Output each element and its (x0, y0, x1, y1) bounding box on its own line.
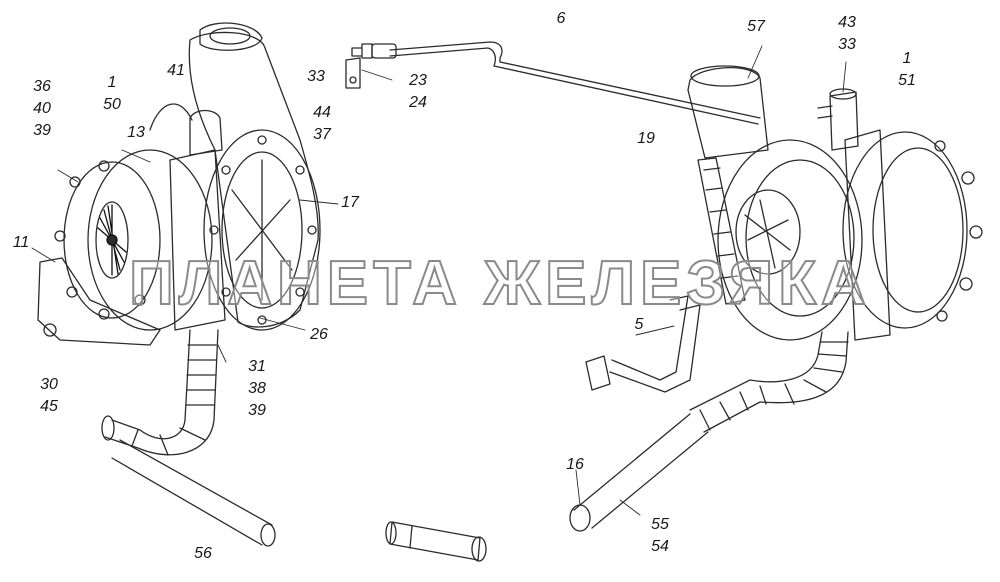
left-turbocharger (37, 22, 321, 547)
left-turbine-ring (221, 151, 303, 309)
callout-16: 16 (566, 456, 584, 473)
callout-33-left: 33 (307, 68, 325, 85)
callout-57: 57 (747, 18, 765, 35)
callout-19: 19 (637, 130, 655, 147)
loose-coupling (385, 521, 487, 562)
leader-lines (31, 45, 847, 516)
right-drain-tube (609, 295, 701, 393)
right-center-housing (844, 129, 891, 341)
tube-bracket (345, 57, 361, 89)
left-compressor-front (63, 161, 161, 319)
callout-30-45: 30 45 (40, 376, 58, 415)
right-heat-shield (697, 157, 746, 305)
right-impeller-disc (735, 189, 801, 275)
left-pipe-end (260, 523, 276, 547)
callout-5: 5 (634, 316, 644, 333)
left-oil-line (149, 103, 193, 131)
callout-44-37: 44 37 (313, 104, 331, 143)
right-oil-fitting (829, 91, 859, 151)
left-hose-end (101, 415, 115, 441)
left-drain-pipe (111, 439, 273, 546)
left-turbine-housing (203, 129, 321, 331)
left-elbow-bore (209, 27, 251, 45)
left-bracket-hole (43, 323, 57, 337)
right-corrugated-hose (689, 331, 849, 433)
left-mounting-bracket (37, 257, 161, 346)
left-housing-bolts (209, 135, 317, 325)
left-corrugated-hose (104, 329, 219, 456)
left-compressor-housing (87, 149, 213, 331)
right-compressor-back (872, 147, 964, 313)
left-compressor-inlet (95, 201, 129, 279)
callout-56: 56 (194, 545, 212, 562)
callout-1-51: 1 51 (898, 50, 916, 89)
callout-17: 17 (341, 194, 359, 211)
right-exhaust-elbow (687, 67, 769, 159)
left-compressor-bolts (54, 160, 146, 320)
callout-13: 13 (127, 124, 145, 141)
callout-6: 6 (556, 10, 566, 27)
right-turbine-housing (717, 139, 863, 341)
left-elbow-flange (199, 22, 263, 51)
callout-23-24: 23 24 (409, 72, 427, 111)
callout-31-38-39: 31 38 39 (248, 358, 266, 419)
right-turbine-ring (745, 159, 855, 317)
left-center-housing (169, 149, 226, 331)
left-oil-fitting (189, 109, 223, 156)
right-compressor-bolts (934, 140, 983, 322)
callout-43-33: 43 33 (838, 14, 856, 53)
oil-supply-tube (345, 41, 761, 125)
left-exhaust-elbow (188, 31, 319, 328)
right-pipe-end (569, 504, 591, 532)
callout-41: 41 (167, 62, 185, 79)
right-drain-nut (585, 355, 611, 391)
right-turbocharger (569, 65, 983, 532)
callout-55-54: 55 54 (651, 516, 669, 555)
right-compressor-housing (842, 131, 968, 329)
callout-36-40-39: 36 40 39 (33, 78, 51, 139)
right-elbow-bore (690, 65, 760, 87)
left-housing-ribs (231, 159, 293, 301)
callout-26: 26 (310, 326, 328, 343)
left-compressor-wheel (97, 204, 127, 276)
right-outlet-pipe (573, 413, 709, 529)
callout-1-50: 1 50 (103, 74, 121, 113)
callout-11: 11 (12, 234, 30, 251)
